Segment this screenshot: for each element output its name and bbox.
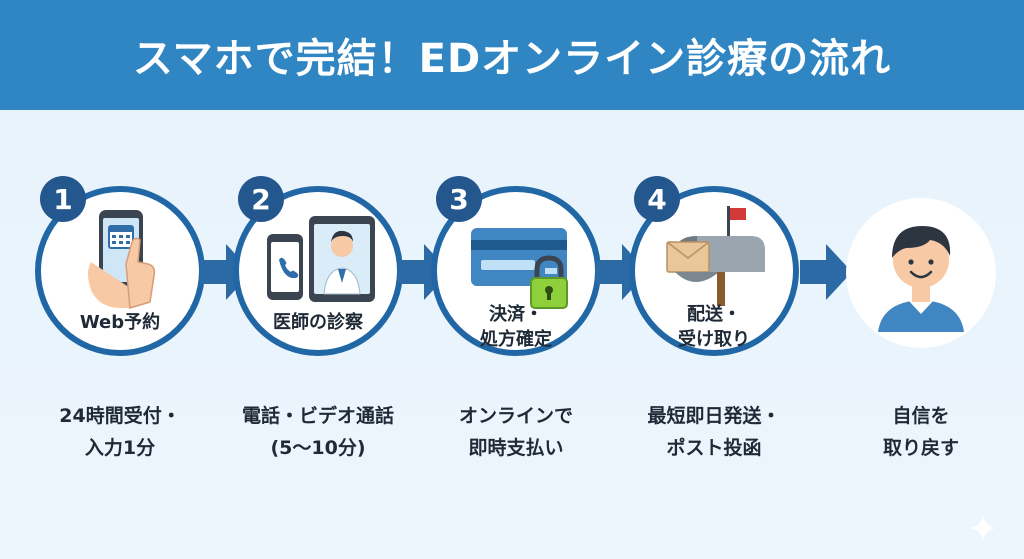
step-1-number-badge: 1 (40, 176, 86, 222)
step-1-desc-line-1: 24時間受付・ (59, 405, 181, 427)
credit-card-lock-icon (471, 228, 568, 309)
step-2-number-badge: 2 (238, 176, 284, 222)
smartphone-calendar-icon (88, 210, 156, 309)
step-4-number-badge: 4 (634, 176, 680, 222)
result-circle (846, 198, 996, 348)
step-1-number: 1 (53, 182, 73, 216)
result-desc-line-1: 自信を (892, 405, 950, 427)
step-3-number-badge: 3 (436, 176, 482, 222)
mailbox-icon (666, 206, 765, 306)
step-3-label-line-2: 処方確定 (480, 329, 552, 350)
step-4-label-line-1: 配送・ (687, 304, 741, 325)
phone-tablet-doctor-icon (267, 216, 375, 302)
step-4-label: 配送・ 受け取り (629, 302, 799, 352)
result-description: 自信を 取り戻す (821, 400, 1021, 464)
arrow-right-icon (800, 244, 852, 300)
page-title: スマホで完結！EDオンライン診療の流れ (132, 36, 892, 82)
step-2-description: 電話・ビデオ通話 (5〜10分) (218, 400, 418, 464)
step-3-label: 決済・ 処方確定 (431, 302, 601, 352)
sparkle-icon (970, 515, 996, 541)
step-2-label: 医師の診察 (233, 310, 403, 335)
step-3-label-line-1: 決済・ (489, 304, 543, 325)
step-3-description: オンラインで 即時支払い (416, 400, 616, 464)
step-2-number: 2 (251, 182, 271, 216)
step-4-desc-line-2: ポスト投函 (666, 437, 762, 459)
header-banner: スマホで完結！EDオンライン診療の流れ (0, 0, 1024, 110)
step-3-desc-line-2: 即時支払い (468, 437, 564, 459)
step-1-label: Web予約 (35, 310, 205, 335)
step-1-circle: Web予約 (35, 186, 205, 356)
step-4-circle: 配送・ 受け取り (629, 186, 799, 356)
step-2-desc-line-1: 電話・ビデオ通話 (241, 405, 394, 427)
step-2-desc-line-2: (5〜10分) (270, 437, 366, 459)
step-1-desc-line-2: 入力1分 (84, 437, 156, 459)
happy-person-icon (878, 226, 964, 332)
step-3-desc-line-1: オンラインで (458, 405, 573, 427)
step-4-description: 最短即日発送・ ポスト投函 (614, 400, 814, 464)
step-4-desc-line-1: 最短即日発送・ (647, 405, 781, 427)
result-desc-line-2: 取り戻す (882, 437, 959, 459)
step-4-label-line-2: 受け取り (678, 329, 750, 350)
step-3-number: 3 (449, 182, 469, 216)
step-1-description: 24時間受付・ 入力1分 (20, 400, 220, 464)
step-1-label-line: Web予約 (79, 312, 161, 333)
step-2-label-line: 医師の診察 (273, 312, 363, 333)
step-4-number: 4 (647, 182, 667, 216)
